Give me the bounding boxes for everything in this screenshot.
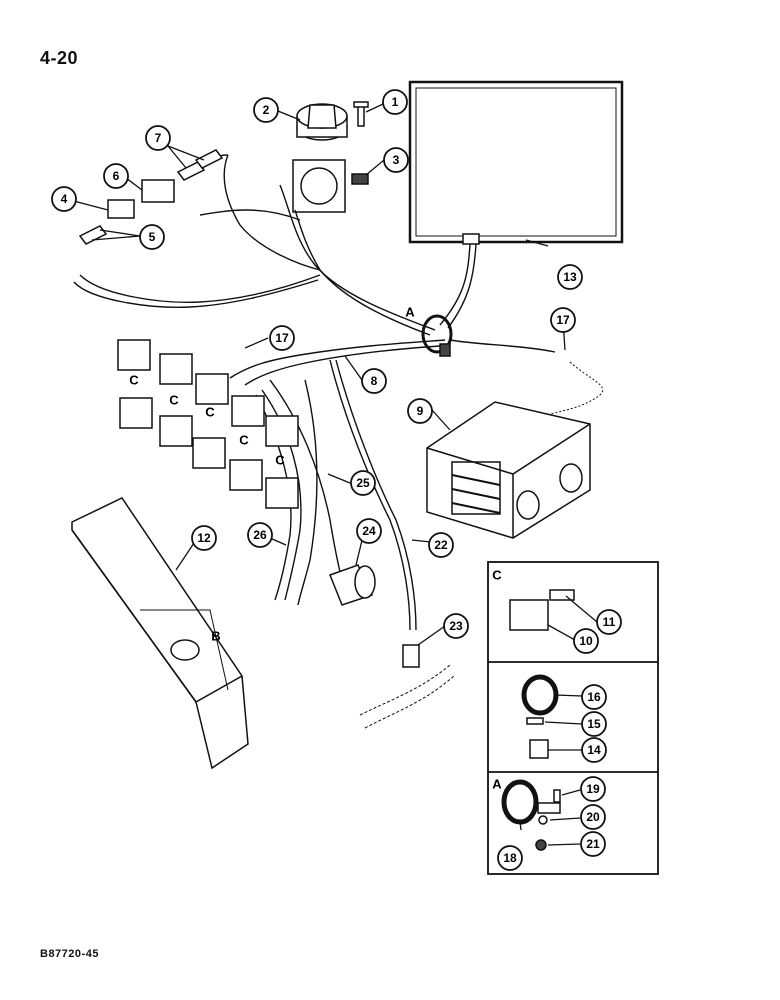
- svg-text:23: 23: [449, 619, 463, 633]
- rotary-switch: [292, 101, 369, 213]
- view-letters: A C C C C C B C A: [129, 305, 502, 792]
- svg-text:2: 2: [263, 103, 270, 117]
- svg-text:12: 12: [197, 531, 211, 545]
- svg-text:17: 17: [556, 313, 570, 327]
- callout-21: 21: [580, 831, 606, 857]
- callout-6: 6: [103, 163, 129, 189]
- callout-1: 1: [382, 89, 408, 115]
- inset-panels: [487, 561, 659, 875]
- callout-12: 12: [191, 525, 217, 551]
- callout-5: 5: [139, 224, 165, 250]
- callout-22: 22: [428, 532, 454, 558]
- callout-2: 2: [253, 97, 279, 123]
- callout-25: 25: [350, 470, 376, 496]
- letter-c-1: C: [129, 373, 139, 388]
- svg-text:6: 6: [113, 169, 120, 183]
- svg-text:16: 16: [587, 690, 601, 704]
- svg-text:26: 26: [253, 528, 267, 542]
- letter-b: B: [211, 629, 220, 644]
- svg-text:17: 17: [275, 331, 289, 345]
- svg-text:21: 21: [586, 837, 600, 851]
- svg-text:13: 13: [563, 270, 577, 284]
- callout-13: 13: [557, 264, 583, 290]
- callout-26: 26: [247, 522, 273, 548]
- svg-text:19: 19: [586, 782, 600, 796]
- callout-10: 10: [573, 628, 599, 654]
- connector-cluster: [117, 339, 299, 509]
- svg-text:18: 18: [503, 851, 517, 865]
- svg-text:25: 25: [356, 476, 370, 490]
- letter-c-inset: C: [492, 568, 502, 583]
- letter-a-harness: A: [405, 305, 415, 320]
- svg-text:4: 4: [61, 192, 68, 206]
- gauge: [329, 564, 376, 606]
- callout-8: 8: [361, 368, 387, 394]
- callout-9: 9: [407, 398, 433, 424]
- page-number: 4-20: [40, 48, 79, 68]
- svg-text:14: 14: [587, 743, 601, 757]
- callout-20: 20: [580, 804, 606, 830]
- svg-text:8: 8: [371, 374, 378, 388]
- letter-c-3: C: [205, 405, 215, 420]
- temperature-sender: [359, 644, 456, 729]
- figure-code: B87720-45: [40, 948, 99, 960]
- heater-unit: [426, 401, 591, 539]
- small-connectors: [78, 149, 224, 245]
- callout-24: 24: [356, 518, 382, 544]
- callout-18: 18: [497, 845, 523, 871]
- svg-text:22: 22: [434, 538, 448, 552]
- callout-4: 4: [51, 186, 77, 212]
- callout-16: 16: [581, 684, 607, 710]
- callout-17-heater: 17: [550, 307, 576, 333]
- svg-text:3: 3: [393, 153, 400, 167]
- harness-clamp: [421, 314, 453, 357]
- letter-c-5: C: [275, 453, 285, 468]
- panel-box: [408, 80, 624, 245]
- callout-19: 19: [580, 776, 606, 802]
- svg-text:9: 9: [417, 404, 424, 418]
- console-housing: [71, 497, 249, 770]
- callout-14: 14: [581, 737, 607, 763]
- letter-a-inset: A: [492, 777, 502, 792]
- svg-text:5: 5: [149, 230, 156, 244]
- svg-text:24: 24: [362, 524, 376, 538]
- callout-11: 11: [596, 609, 622, 635]
- callout-15: 15: [581, 711, 607, 737]
- svg-text:20: 20: [586, 810, 600, 824]
- callout-3: 3: [383, 147, 409, 173]
- callout-7: 7: [145, 125, 171, 151]
- callout-23: 23: [443, 613, 469, 639]
- svg-text:11: 11: [603, 615, 616, 629]
- svg-text:1: 1: [392, 95, 399, 109]
- callout-17-harness: 17: [269, 325, 295, 351]
- letter-c-2: C: [169, 393, 179, 408]
- svg-text:15: 15: [587, 717, 601, 731]
- svg-text:7: 7: [155, 131, 162, 145]
- letter-c-4: C: [239, 433, 249, 448]
- svg-text:10: 10: [579, 634, 593, 648]
